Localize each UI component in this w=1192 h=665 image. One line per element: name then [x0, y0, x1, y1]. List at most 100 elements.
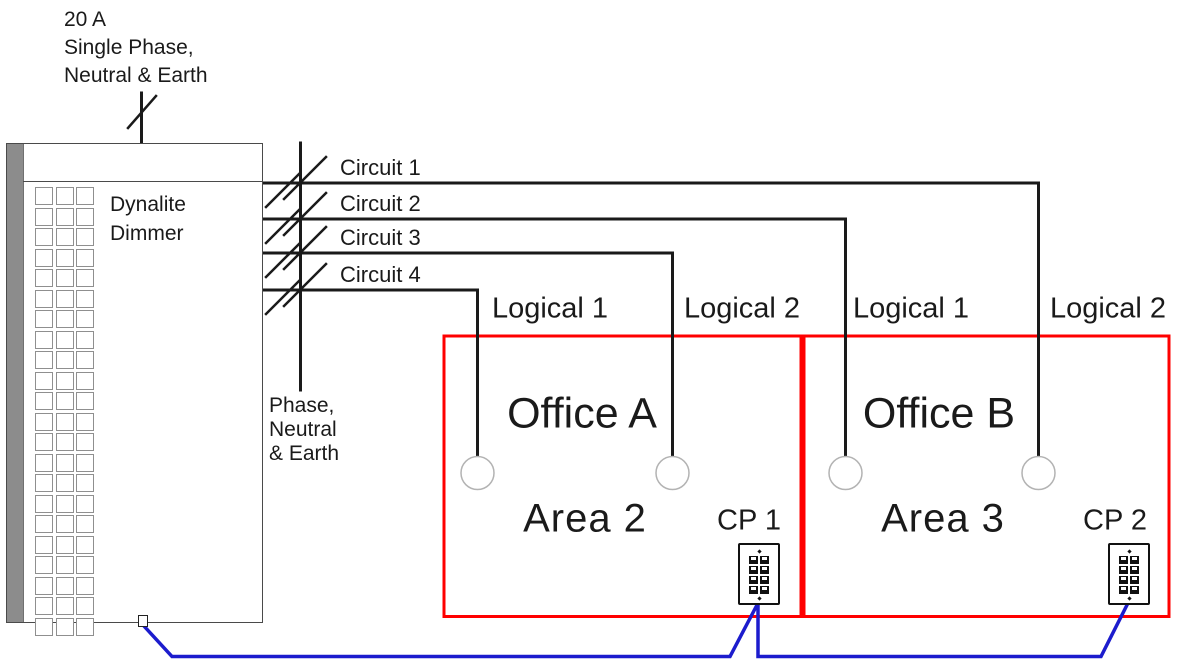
area-outlines — [442, 334, 1171, 618]
cp-button — [760, 556, 769, 564]
dimmer-module — [55, 412, 74, 431]
cp-button — [1119, 566, 1128, 574]
dimmer-module — [76, 515, 94, 533]
dimmer-module — [55, 433, 74, 451]
dimmer-module — [35, 453, 53, 472]
cp-button-grid — [749, 556, 769, 594]
panel-screw-icon — [1126, 549, 1132, 554]
lamp-icon — [655, 455, 690, 491]
cp-button — [1130, 556, 1139, 564]
dimmer-module — [76, 269, 94, 287]
cp-button — [1130, 576, 1139, 584]
dimmer-module — [76, 576, 94, 595]
dimmer-module — [35, 535, 53, 554]
dimmer-module — [35, 556, 53, 574]
cp-2-label: CP 2 — [1083, 504, 1147, 537]
circuit-2-wire — [261, 217, 847, 458]
dimmer-module — [76, 228, 94, 246]
dimmer-module — [55, 228, 74, 246]
dimmer-module — [35, 207, 53, 226]
dimmer-module — [76, 433, 94, 451]
lamp-icon — [1021, 455, 1056, 491]
dimmer-module — [55, 617, 74, 636]
dimmer-module — [55, 207, 74, 226]
panel-screw-icon — [756, 596, 762, 601]
dimmer-module — [55, 289, 74, 308]
panel-screw-icon — [756, 549, 762, 554]
dimmer-module — [55, 474, 74, 492]
cp-button — [760, 566, 769, 574]
cp-button — [1119, 556, 1128, 564]
office-a-logical-2-label: Logical 2 — [683, 292, 801, 325]
circuit-3-wire — [261, 251, 674, 458]
supply-conductor-slash — [126, 94, 158, 130]
dimmer-module — [35, 371, 53, 390]
dynalite-dimmer-enclosure: Dynalite Dimmer — [6, 143, 263, 636]
dimmer-module — [35, 310, 53, 328]
cp-button — [1119, 576, 1128, 584]
dimmer-module — [76, 597, 94, 615]
circuit-3-slash — [282, 225, 328, 271]
dimmer-module — [35, 494, 53, 513]
dimmer-module — [35, 269, 53, 287]
dimmer-module — [35, 330, 53, 349]
control-panel-cp2 — [1108, 543, 1150, 605]
dimmer-module — [76, 474, 94, 492]
dimmer-module — [76, 617, 94, 636]
dimmer-module — [35, 617, 53, 636]
dimmer-module-grid — [35, 187, 94, 636]
control-panel-cp1 — [738, 543, 780, 605]
dimmer-module — [35, 597, 53, 615]
area-3-label: Area 3 — [881, 496, 1005, 541]
cp-button — [1119, 586, 1128, 594]
cp-button — [1130, 566, 1139, 574]
incoming-supply-label: 20 A Single Phase, Neutral & Earth — [64, 8, 208, 87]
office-a-label: Office A — [507, 389, 657, 438]
office-b-logical-1-label: Logical 1 — [852, 292, 970, 325]
dimmer-module — [55, 371, 74, 390]
cp-button — [760, 586, 769, 594]
conductor-slashes — [264, 155, 328, 316]
circuit-1-wire — [261, 181, 1040, 458]
circuit-4-slash — [282, 262, 328, 308]
dimmer-module — [55, 269, 74, 287]
area-3-boundary — [802, 334, 1171, 618]
dimmer-module — [35, 289, 53, 308]
office-a-logical-1-label: Logical 1 — [491, 292, 609, 325]
dimmer-module — [76, 351, 94, 369]
cp-button — [749, 576, 758, 584]
dimmer-module — [76, 392, 94, 410]
dynet-port — [138, 615, 148, 627]
dimmer-module — [76, 289, 94, 308]
dimmer-module — [55, 556, 74, 574]
dimmer-module — [76, 412, 94, 431]
dimmer-module — [55, 515, 74, 533]
dimmer-module — [76, 371, 94, 390]
panel-screw-icon — [1126, 596, 1132, 601]
office-b-logical-2-label: Logical 2 — [1049, 292, 1167, 325]
dimmer-module — [76, 330, 94, 349]
dimmer-module — [35, 351, 53, 369]
dimmer-module — [76, 453, 94, 472]
dimmer-module — [55, 535, 74, 554]
circuit-1-label: Circuit 1 — [340, 155, 421, 180]
dimmer-module — [55, 310, 74, 328]
dynet-network-cable — [141, 603, 1130, 659]
dimmer-label: Dynalite Dimmer — [110, 193, 186, 245]
cp-button — [749, 556, 758, 564]
dimmer-module — [35, 392, 53, 410]
dimmer-module — [55, 330, 74, 349]
circuit-3-label: Circuit 3 — [340, 225, 421, 250]
dimmer-header-band — [23, 144, 262, 182]
circuit-4-label: Circuit 4 — [340, 262, 421, 287]
dimmer-module — [55, 187, 74, 205]
dimmer-module — [35, 576, 53, 595]
dimmer-module — [55, 597, 74, 615]
circuit-2-slash — [264, 207, 302, 245]
dimmer-module — [35, 433, 53, 451]
dimmer-module — [76, 535, 94, 554]
office-b-label: Office B — [862, 389, 1016, 438]
dimmer-module — [55, 351, 74, 369]
cp-1-label: CP 1 — [717, 504, 781, 537]
